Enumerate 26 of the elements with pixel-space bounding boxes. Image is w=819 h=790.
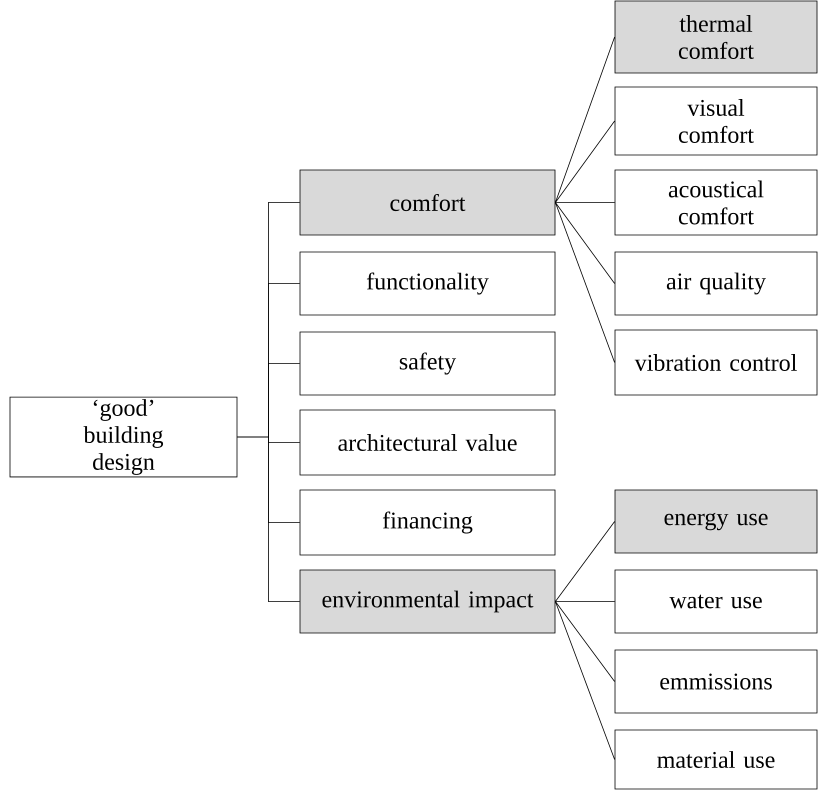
category-box: safety bbox=[300, 332, 556, 396]
connector-line bbox=[555, 202, 615, 363]
category-box: material use bbox=[614, 730, 818, 790]
category-box: thermal comfort bbox=[614, 0, 818, 74]
connector-line bbox=[237, 436, 300, 602]
category-box: air quality bbox=[614, 252, 818, 316]
category-box: visual comfort bbox=[614, 86, 818, 156]
category-box: energy use bbox=[614, 490, 818, 554]
connector-line bbox=[555, 36, 615, 203]
category-box: financing bbox=[300, 490, 556, 556]
category-box: acoustical comfort bbox=[614, 170, 818, 236]
category-box: architectural value bbox=[300, 410, 556, 476]
category-box: functionality bbox=[300, 252, 556, 316]
category-box: comfort bbox=[300, 170, 556, 236]
connector-line bbox=[555, 601, 615, 760]
connector-line bbox=[555, 521, 615, 602]
category-box: ‘good’ building design bbox=[10, 396, 238, 478]
category-box: environmental impact bbox=[300, 570, 556, 634]
connector-line bbox=[555, 202, 615, 203]
category-box: water use bbox=[614, 570, 818, 634]
connector-line bbox=[555, 601, 615, 602]
connector-line bbox=[555, 202, 615, 284]
category-box: vibration control bbox=[614, 330, 818, 396]
category-box: emmissions bbox=[614, 650, 818, 714]
connector-line bbox=[555, 601, 615, 682]
connector-line bbox=[555, 120, 615, 203]
